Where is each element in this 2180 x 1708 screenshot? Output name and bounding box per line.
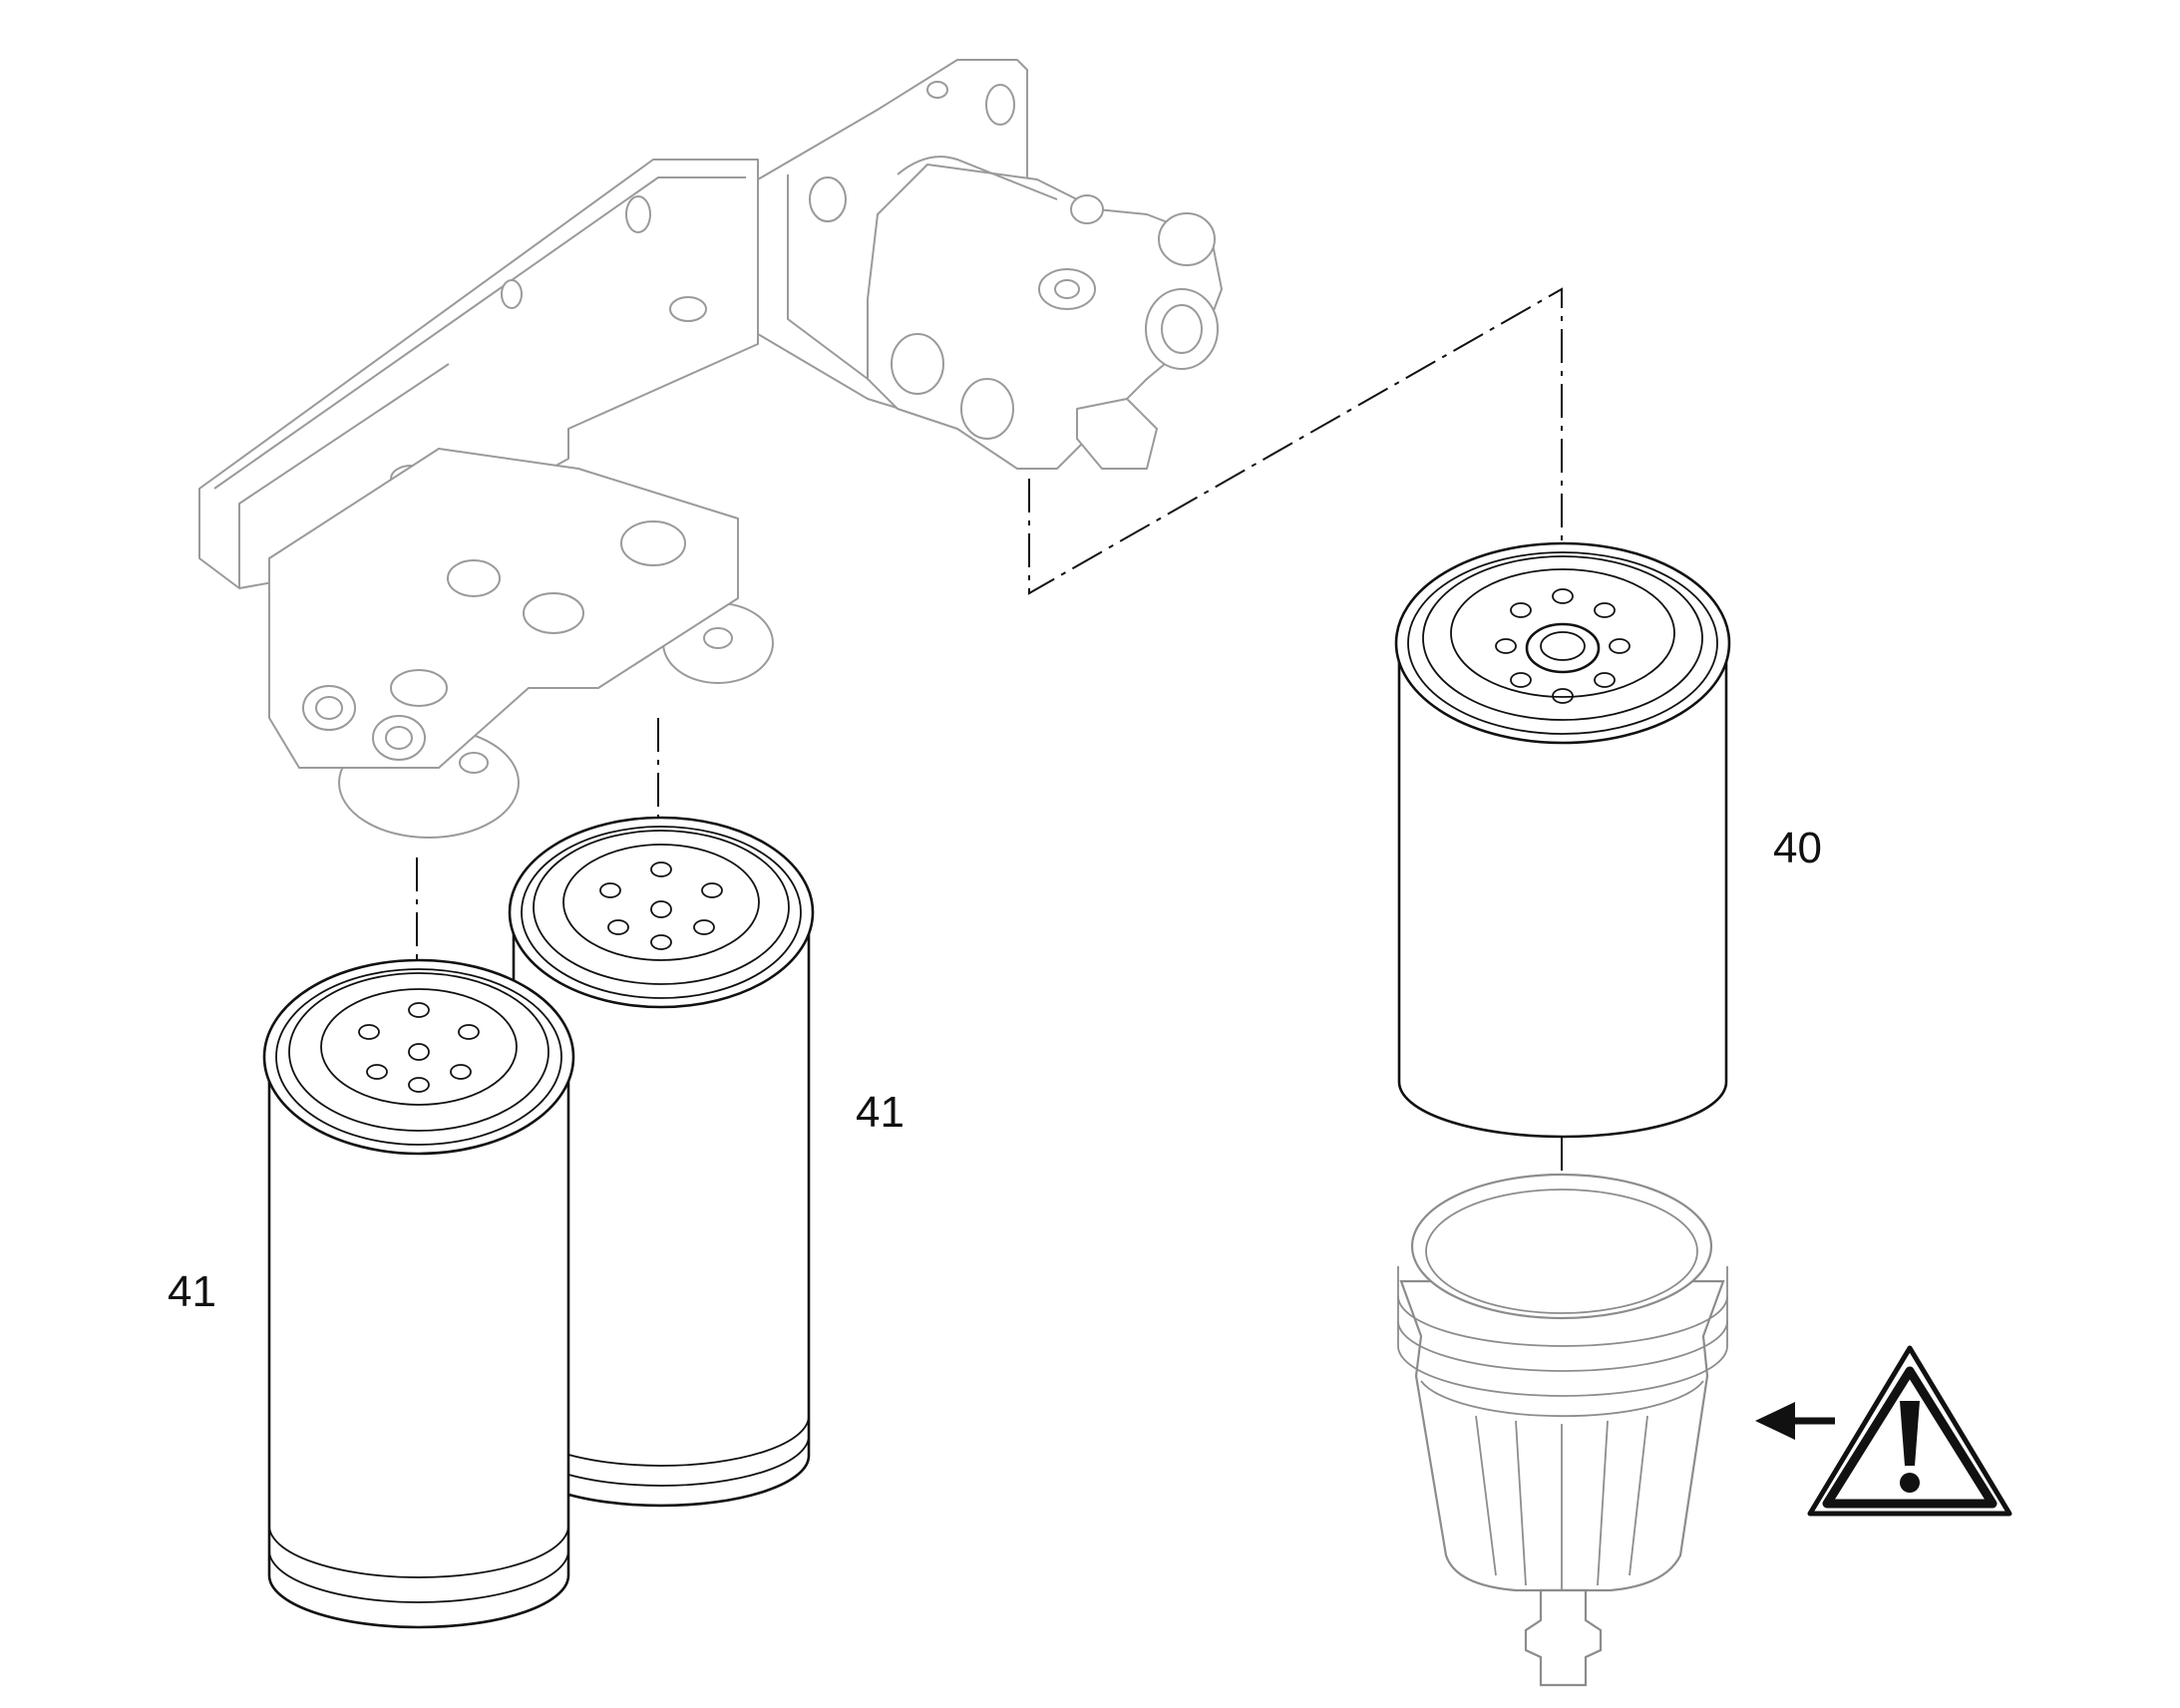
callout-40: 40 bbox=[1773, 824, 1822, 872]
filter-41-front bbox=[262, 958, 575, 1629]
arrow-left-icon bbox=[1755, 1402, 1835, 1440]
water-separator-bowl bbox=[1397, 1173, 1728, 1687]
callout-41-back: 41 bbox=[856, 1088, 905, 1137]
filter-41-back bbox=[508, 816, 815, 1508]
valve-block bbox=[867, 156, 1223, 470]
filter-head bbox=[268, 448, 774, 839]
filter-40 bbox=[1394, 541, 1731, 1139]
callout-41-front: 41 bbox=[168, 1267, 216, 1316]
warning-triangle-icon bbox=[1807, 1345, 2012, 1517]
